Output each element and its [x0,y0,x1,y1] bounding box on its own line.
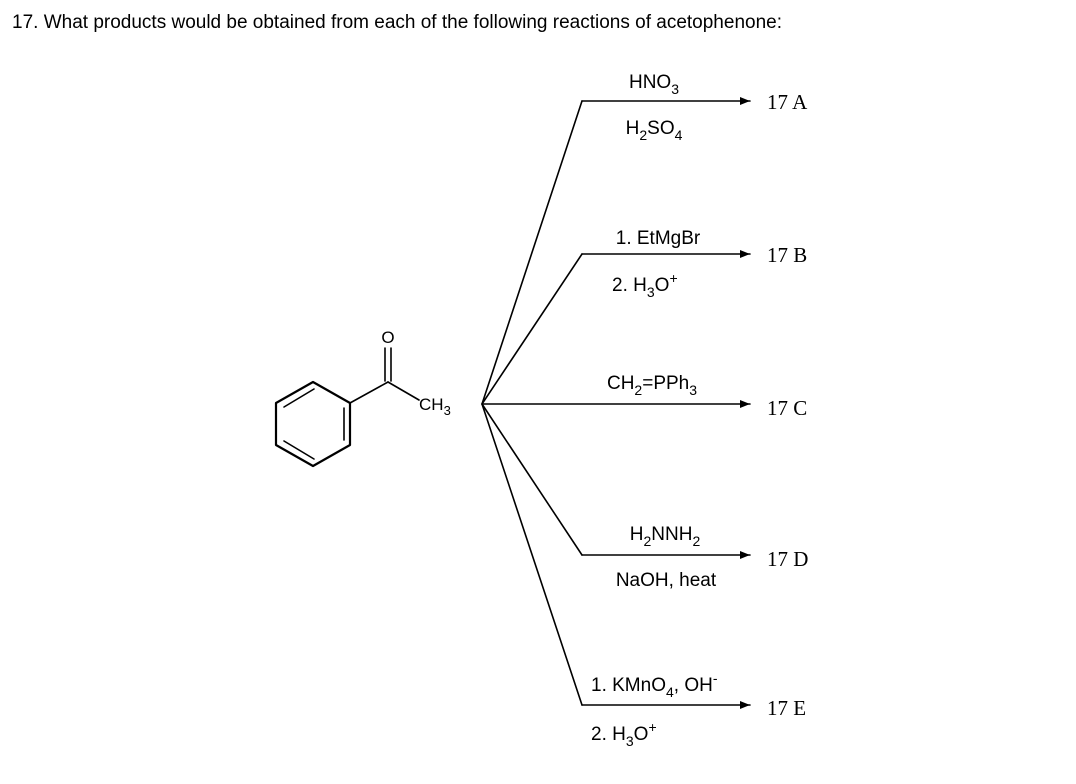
reagent-labels: HNO3 H2SO4 1. EtMgBr 2. H3O+ CH2=PPh3 H2… [591,72,718,749]
carbonyl-methyl-bond [387,381,420,401]
product-label-b: 17 B [767,243,807,267]
branch-lines [481,100,583,706]
methyl-label: CH3 [419,395,451,418]
branch-line-d [481,403,583,556]
aryl-carbonyl-bond [349,381,389,404]
branch-line-b [481,253,583,405]
oxygen-label: O [381,328,394,347]
ring-double-bond [283,440,315,460]
reaction-arrows [481,97,751,709]
product-label-d: 17 D [767,547,808,571]
question-text: 17. What products would be obtained from… [12,12,782,33]
product-label-a: 17 A [767,90,808,114]
reagent-above-b: 1. EtMgBr [616,228,701,249]
product-label-e: 17 E [767,696,806,720]
reagent-above-d: H2NNH2 [630,524,701,549]
reagent-below-d: NaOH, heat [616,570,717,591]
product-labels: 17 A 17 B 17 C 17 D 17 E [767,90,808,720]
ring-double-bond [283,388,315,408]
reagent-above-c: CH2=PPh3 [607,373,697,398]
branch-line-e [481,403,583,706]
branch-line-a [481,100,583,405]
benzene-ring [274,380,352,468]
acetophenone-structure: O CH3 [274,328,451,468]
reagent-below-a: H2SO4 [626,118,683,143]
reagent-below-e: 2. H3O+ [591,719,657,749]
reagent-below-b: 2. H3O+ [612,270,678,300]
reagent-above-a: HNO3 [629,72,679,97]
product-label-c: 17 C [767,396,807,420]
reagent-above-e: 1. KMnO4, OH- [591,670,718,700]
